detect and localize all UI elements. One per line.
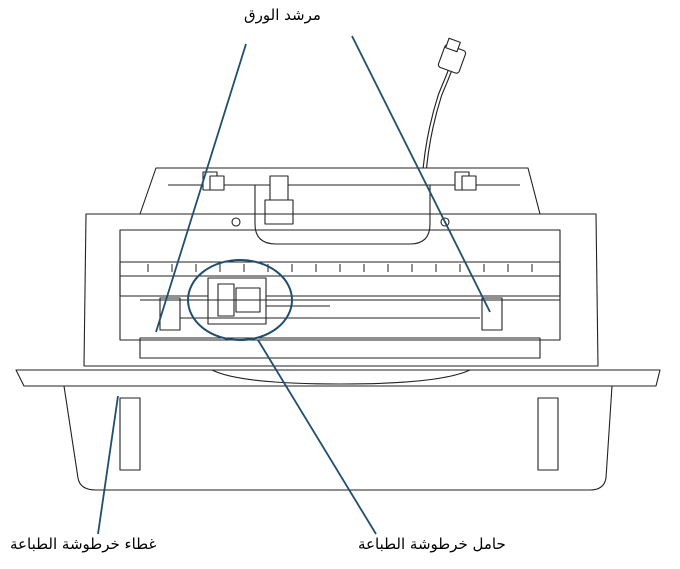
- usb-cable: [421, 37, 467, 179]
- cover-handle: [211, 369, 471, 385]
- right-screw: [440, 217, 450, 227]
- cartridge-highlight-circle: [187, 259, 293, 341]
- print-cartridge-cover-label: غطاء خرطوشة الطباعة: [10, 535, 157, 553]
- cartridge-cover: [15, 369, 661, 387]
- scale-rail: [119, 261, 561, 297]
- left-latch: [202, 171, 225, 191]
- cover-leader: [97, 395, 119, 535]
- left-screw: [231, 217, 241, 227]
- scale-ticks: [147, 264, 533, 272]
- right-paper-guide: [481, 297, 503, 331]
- paper-guide-leader-right: [351, 35, 491, 313]
- leader-lines: [97, 35, 491, 535]
- cartridge-holder-shape: [207, 277, 330, 325]
- scanner-outline: [15, 37, 661, 491]
- imprinter-opening: [119, 229, 561, 341]
- right-latch: [454, 171, 477, 191]
- holder-leader: [257, 339, 377, 535]
- center-lever: [264, 175, 294, 225]
- print-cartridge-holder-label: حامل خرطوشة الطباعة: [358, 535, 506, 553]
- right-hinge: [537, 397, 559, 471]
- left-hinge: [119, 397, 141, 471]
- roller-bay: [139, 337, 541, 359]
- paper-guide-label: مرشد الورق: [244, 6, 321, 24]
- lower-housing: [63, 385, 613, 491]
- left-paper-guide: [159, 297, 181, 331]
- main-housing: [83, 213, 599, 367]
- paper-guide-leader-left: [155, 43, 247, 333]
